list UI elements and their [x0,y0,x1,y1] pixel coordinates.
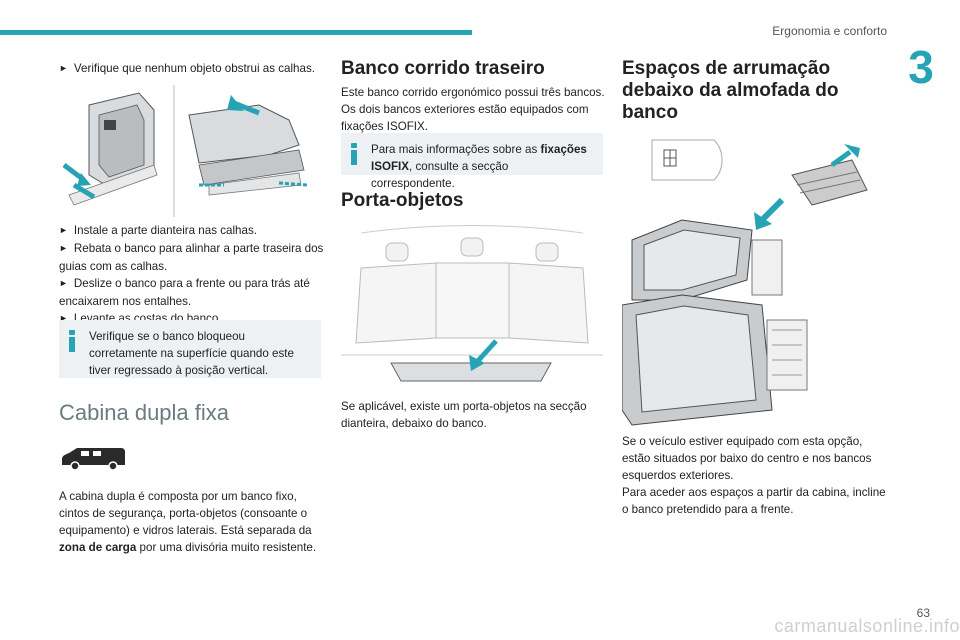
note-text: , consulte a secção correspondente. [371,160,509,190]
info-icon [68,330,76,352]
section-title-storage: Porta-objetos [341,190,464,211]
step-text: Deslize o banco para a frente ou para tr… [59,277,310,308]
bullet-text: Verifique que nenhum objeto obstrui as c… [73,62,315,75]
under-seat-storage-illustration [622,130,884,430]
storage-under-seat-illustration [341,223,603,387]
title-line: debaixo da almofada do [622,80,839,101]
van-icon [59,445,129,473]
paragraph-double-cab: A cabina dupla é composta por um banco f… [59,488,324,556]
info-icon [350,143,358,165]
chapter-number: 3 [908,41,934,93]
note-seat-locked: Verifique se o banco bloqueou corretamen… [59,320,321,378]
step-2: Rebata o banco para alinhar a parte tras… [59,240,324,275]
title-line: Espaços de arrumação [622,58,831,79]
step-text: Rebata o banco para alinhar a parte tras… [59,242,324,273]
step-3: Deslize o banco para a frente ou para tr… [59,275,324,310]
watermark: carmanualsonline.info [774,616,960,636]
seat-installation-illustration [59,85,321,217]
note-isofix: Para mais informações sobre as fixações … [341,133,603,190]
paragraph-storage: Se aplicável, existe um porta-objetos na… [341,400,587,430]
para-bold-cargo-zone: zona de carga [59,541,137,554]
section-title-under-seat-storage: Espaços de arrumação debaixo da almofada… [622,58,887,124]
para-text: A cabina dupla é composta por um banco f… [59,490,312,537]
title-line: banco [622,102,678,123]
note-text: Para mais informações sobre as [371,143,541,156]
para-text: por uma divisória muito resistente. [136,541,317,554]
note-text: Verifique se o banco bloqueou corretamen… [89,330,294,377]
bullet-check-rails: Verifique que nenhum objeto obstrui as c… [59,60,324,78]
header-accent-bar [0,30,472,35]
step-text: Instale a parte dianteira nas calhas. [73,224,257,237]
step-1: Instale a parte dianteira nas calhas. [59,222,324,240]
paragraph-under-seat-location: Se o veículo estiver equipado com esta o… [622,435,872,482]
paragraph-under-seat-access: Para aceder aos espaços a partir da cabi… [622,486,886,516]
section-title-fixed-double-cab: Cabina dupla fixa [59,400,230,425]
section-title-rear-bench: Banco corrido traseiro [341,58,545,79]
note-bold-isofix: fixações ISOFIX [371,143,587,173]
installation-steps: Instale a parte dianteira nas calhas. Re… [59,222,324,328]
section-header: Ergonomia e conforto [772,24,887,38]
paragraph-rear-bench: Este banco corrido ergonómico possui trê… [341,86,605,133]
page-number: 63 [916,606,930,620]
